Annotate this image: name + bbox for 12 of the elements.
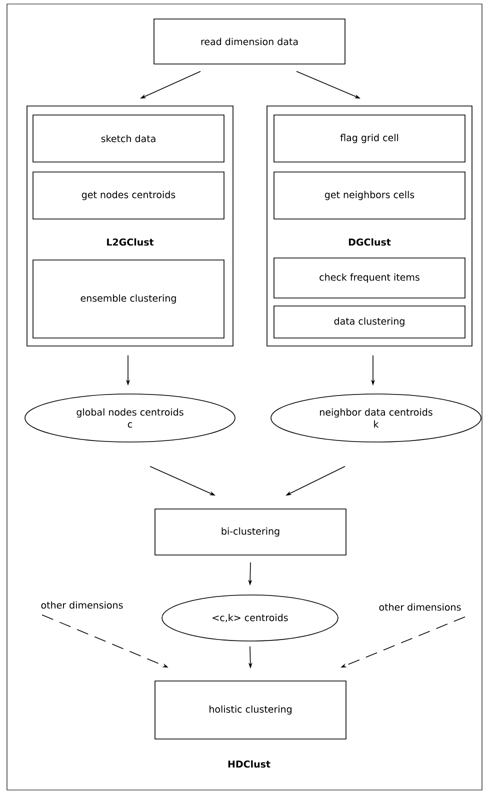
process-box: data clustering xyxy=(274,306,466,338)
process-box: read dimension data xyxy=(154,18,346,64)
process-box: sketch data xyxy=(32,114,224,162)
process-box: get nodes centroids xyxy=(32,172,224,220)
side-text: other dimensions xyxy=(379,603,461,611)
process-box: bi-clustering xyxy=(154,508,346,556)
process-box: ensemble clustering xyxy=(32,260,224,338)
process-box: get neighbors cells xyxy=(274,172,466,220)
process-box: check frequent items xyxy=(274,258,466,298)
side-text: other dimensions xyxy=(41,601,123,609)
process-box: holistic clustering xyxy=(154,680,346,740)
process-box: flag grid cell xyxy=(274,114,466,162)
